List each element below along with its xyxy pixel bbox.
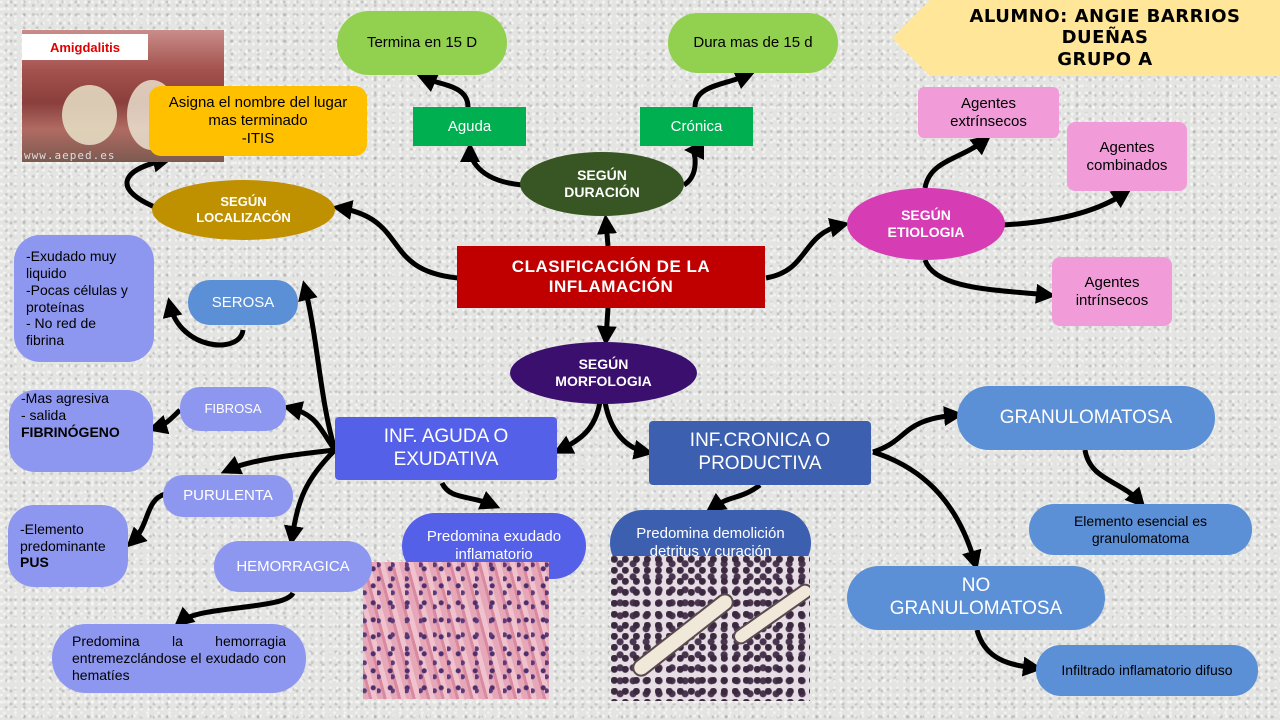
cronica-node: Crónica [640,107,753,146]
agentes-combinados: Agentes combinados [1067,122,1187,191]
student-line-2: DUEÑAS [1061,27,1149,49]
no-granulomatosa-node: NO GRANULOMATOSA [847,566,1105,630]
localization-node: SEGÚN LOCALIZACÓN [152,180,335,240]
purulenta-node: PURULENTA [163,475,293,517]
hemorragica-desc: Predomina la hemorragia entremezclándose… [52,624,306,693]
central-title: CLASIFICACIÓN DE LA INFLAMACIÓN [457,246,765,308]
fibrosa-desc-bold: FIBRINÓGENO [21,423,120,440]
acute-exudative-node: INF. AGUDA O EXUDATIVA [335,417,557,480]
chronic-histology-image [611,556,810,701]
student-name: ALUMNO: ANGIE BARRIOS DUEÑAS GRUPO A [930,4,1280,72]
student-group: GRUPO A [1057,48,1153,70]
student-line-1: ALUMNO: ANGIE BARRIOS [969,5,1241,27]
morphology-node: SEGÚN MORFOLOGIA [510,342,697,404]
purulenta-desc-bold: PUS [20,554,49,571]
acute-histology-image [363,562,549,699]
fibrosa-desc-text: -Mas agresiva - salida [21,390,109,423]
serosa-desc: -Exudado muy liquido -Pocas células y pr… [14,235,154,362]
hemorragica-node: HEMORRAGICA [214,541,372,592]
photo-label: Amigdalitis [22,34,148,60]
fibrosa-desc: -Mas agresiva - salida FIBRINÓGENO [9,390,153,472]
agentes-extrinsecos: Agentes extrínsecos [918,87,1059,138]
no-granulomatosa-desc: Infiltrado inflamatorio difuso [1036,645,1258,696]
etiology-node: SEGÚN ETIOLOGIA [847,188,1005,260]
aguda-node: Aguda [413,107,526,146]
cronica-desc: Dura mas de 15 d [668,13,838,73]
granulomatosa-desc: Elemento esencial es granulomatoma [1029,504,1252,555]
fibrosa-node: FIBROSA [180,387,286,431]
purulenta-desc: -Elemento predominante PUS [8,505,128,587]
tonsil-left [62,85,117,145]
chronic-productive-node: INF.CRONICA O PRODUCTIVA [649,421,871,485]
banner-shape [892,0,1280,76]
crystal-shape-2 [729,580,810,648]
photo-watermark: www.aeped.es [24,149,116,162]
granulomatosa-node: GRANULOMATOSA [957,386,1215,450]
aguda-desc: Termina en 15 D [337,11,507,75]
localization-desc: Asigna el nombre del lugar mas terminado… [149,86,367,156]
student-banner: ALUMNO: ANGIE BARRIOS DUEÑAS GRUPO A [892,0,1280,76]
purulenta-desc-text: -Elemento predominante [20,520,106,554]
crystal-shape-1 [628,589,738,681]
agentes-intrinsecos: Agentes intrínsecos [1052,257,1172,326]
serosa-node: SEROSA [188,280,298,325]
duration-node: SEGÚN DURACIÓN [520,152,684,216]
